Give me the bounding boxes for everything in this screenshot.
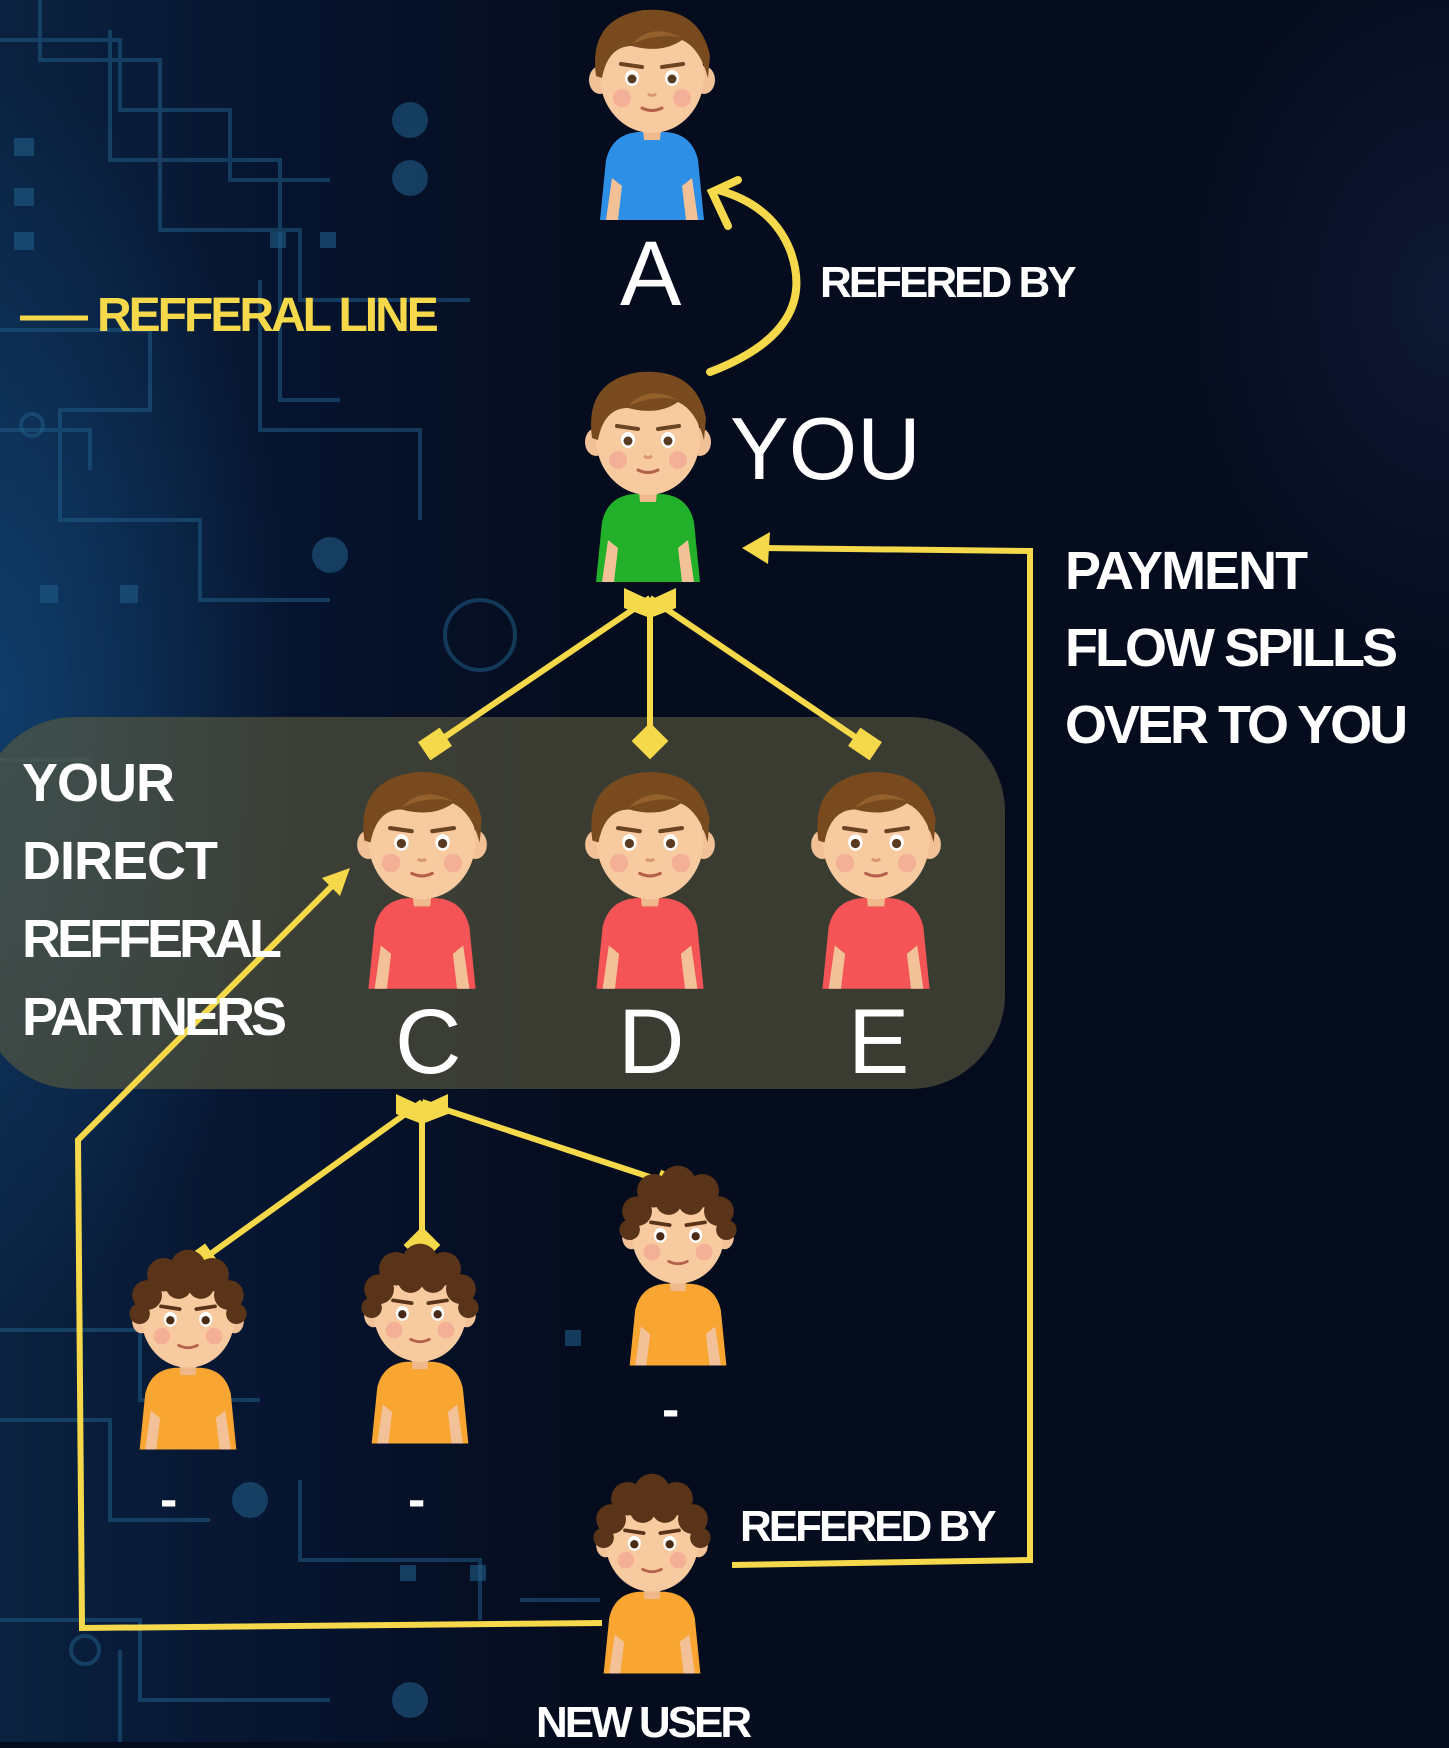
new-user-referral-line: [74, 877, 603, 1632]
node-c-label: C: [395, 991, 462, 1093]
new-user-referral-arrowhead: [322, 868, 350, 896]
tree-you-to-partners: [434, 595, 866, 746]
payment-flow-line-3: OVER TO YOU: [1065, 695, 1408, 755]
avatar-a: [587, 7, 717, 222]
node-sub1-label: -: [160, 1471, 177, 1529]
tree-c-to-subs: [200, 1099, 669, 1263]
payment-flow-arrowhead: [742, 532, 770, 564]
payment-flow-line: [731, 545, 1033, 1568]
connector-e: [848, 727, 882, 761]
direct-partners-panel: [0, 717, 1005, 1089]
node-d-label: D: [618, 991, 685, 1093]
direct-partners-line-1: YOUR: [22, 753, 175, 813]
direct-partners-line-4: PARTNERS: [22, 987, 287, 1047]
payment-flow-line-2: FLOW SPILLS: [1065, 618, 1398, 678]
direct-partners-line-2: DIRECT: [22, 831, 218, 891]
connector-d: [631, 722, 669, 760]
node-sub2-label: -: [408, 1471, 425, 1529]
connector-c: [418, 727, 452, 761]
avatar-c: [357, 772, 487, 989]
avatar-e: [811, 772, 941, 989]
junction-c: [396, 1094, 448, 1124]
node-a-label: A: [620, 223, 682, 325]
payment-flow-line-1: PAYMENT: [1065, 541, 1308, 601]
node-you-label: YOU: [730, 399, 921, 498]
refered-by-arrow-top: [706, 176, 801, 376]
legend-label: REFFERAL LINE: [97, 289, 439, 342]
node-new-user-label: NEW USER: [536, 1698, 752, 1747]
junction-you: [624, 588, 676, 618]
avatar-sub3: [617, 1163, 739, 1368]
avatar-new-user: [591, 1471, 713, 1676]
node-sub3-label: -: [662, 1381, 679, 1439]
avatar-d: [585, 772, 715, 989]
avatar-you: [583, 369, 713, 584]
refered-by-top-label: REFERED BY: [820, 258, 1077, 307]
direct-partners-line-3: REFFERAL: [22, 909, 282, 969]
avatar-sub1: [127, 1247, 249, 1452]
avatar-sub2: [359, 1241, 481, 1446]
node-e-label: E: [848, 991, 910, 1093]
refered-by-bottom-label: REFERED BY: [740, 1502, 997, 1551]
